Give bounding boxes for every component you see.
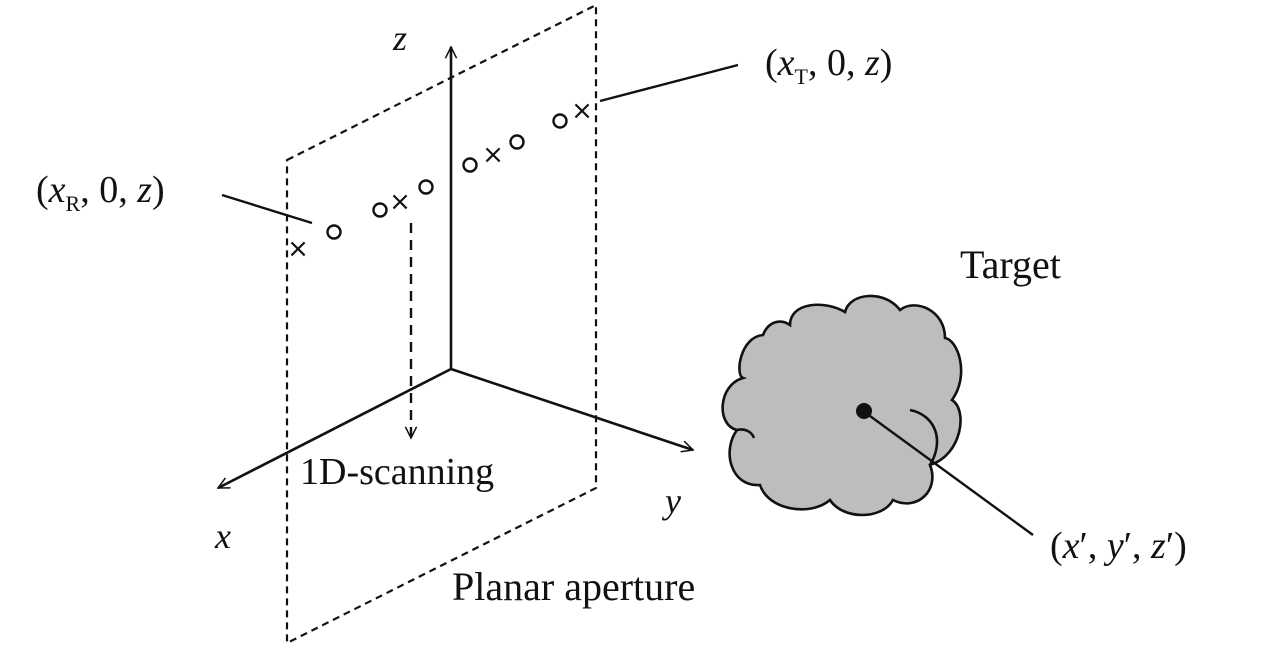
receiver-marker	[372, 202, 388, 218]
z-axis-label: z	[392, 18, 407, 58]
receiver-markers	[326, 113, 568, 240]
receiver-marker	[418, 179, 434, 195]
receiver-marker	[326, 224, 342, 240]
target-cloud-inner-curve	[909, 408, 939, 466]
target-leader-line	[869, 415, 1034, 536]
receiver-marker	[462, 157, 478, 173]
transmitter-marker: ×	[287, 234, 309, 264]
target-cloud-inner-curve	[736, 428, 756, 439]
transmitter-marker: ×	[389, 187, 411, 217]
target-coordinate-label: (x′, y′, z′)	[1050, 525, 1187, 567]
target-cloud	[721, 294, 963, 517]
y-axis	[450, 367, 693, 450]
planar-aperture-label: Planar aperture	[452, 564, 695, 609]
receiver-coordinate-label: (xR, 0, z)	[36, 169, 165, 216]
y-axis-label: y	[662, 481, 681, 521]
x-axis	[218, 367, 452, 490]
antenna-array: × × × ×	[287, 96, 593, 264]
receiver-marker	[509, 134, 525, 150]
transmitter-marker: ×	[482, 140, 504, 170]
planar-aperture-plane	[285, 3, 598, 645]
target-label: Target	[960, 242, 1061, 287]
x-axis-label: x	[214, 516, 231, 556]
scanning-label: 1D-scanning	[300, 451, 494, 493]
transmitter-coordinate-label: (xT, 0, z)	[765, 42, 892, 89]
receiver-marker	[552, 113, 568, 129]
target-point	[856, 403, 872, 419]
receiver-leader-line	[221, 193, 313, 225]
transmitter-leader-line	[599, 63, 739, 103]
transmitter-marker: ×	[571, 96, 593, 126]
